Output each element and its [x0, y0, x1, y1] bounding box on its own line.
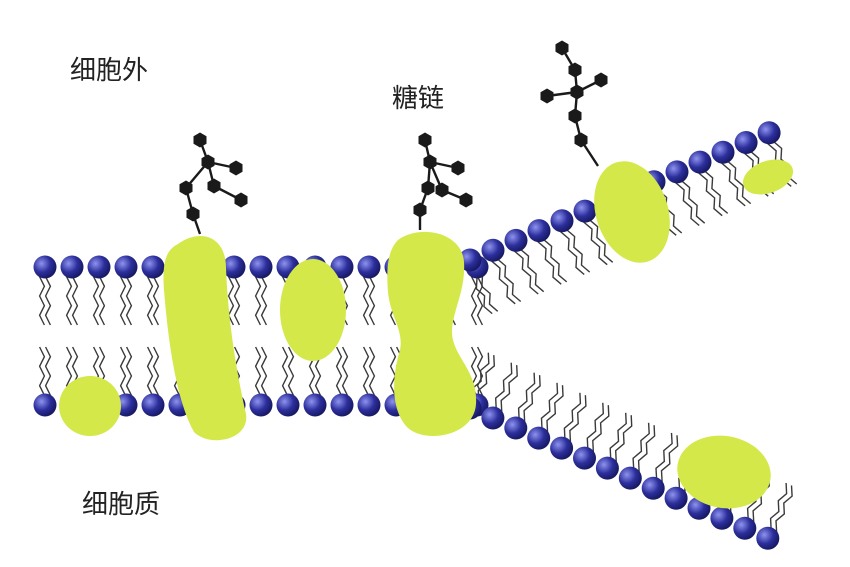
lipid-head — [249, 255, 273, 279]
extracellular-label: 细胞外 — [70, 56, 149, 86]
lipid-head — [688, 150, 712, 174]
lipid-head — [734, 131, 758, 154]
sugar-chain — [540, 40, 608, 167]
sugar-unit — [594, 72, 608, 88]
lipid-head — [33, 255, 57, 279]
lipid-head — [458, 248, 482, 272]
sugar-unit — [207, 178, 221, 194]
peripheral-protein — [280, 259, 346, 361]
sugar-unit — [435, 182, 449, 198]
lipid-head — [87, 255, 111, 279]
lipid-head — [756, 526, 780, 550]
lipid-head — [595, 456, 619, 480]
sugar-unit — [451, 160, 465, 176]
sugar-unit — [418, 132, 432, 148]
cytoplasm-label: 细胞质 — [82, 490, 161, 520]
sugar-unit — [413, 202, 427, 218]
lipid-head — [527, 219, 551, 243]
sugar-unit — [574, 132, 588, 148]
branch-protein-small — [742, 159, 794, 195]
sugar-unit — [570, 84, 584, 100]
sugar-unit — [459, 192, 473, 208]
lipid-head — [573, 446, 596, 470]
sugar-unit — [540, 88, 554, 104]
sugar-unit — [421, 180, 435, 196]
lipid-head — [504, 228, 528, 252]
lipid-head — [481, 406, 505, 430]
membrane-proteins — [59, 159, 794, 509]
transmembrane-protein — [163, 236, 247, 441]
lipid-head — [249, 393, 273, 417]
inner-peripheral-protein — [59, 376, 121, 436]
lipid-head — [141, 393, 165, 417]
sugar-unit — [234, 192, 248, 208]
lipid-head — [550, 209, 574, 233]
lipid-head — [330, 393, 354, 417]
lipid-head — [527, 426, 551, 450]
lipid-head — [550, 436, 574, 460]
lipid-head — [222, 255, 246, 279]
sugar-unit — [179, 180, 193, 196]
lipid-head — [664, 486, 688, 510]
sugar-unit — [229, 160, 243, 176]
branch-protein-upper — [594, 161, 670, 263]
sugar-chain — [413, 132, 473, 230]
lipid-head — [141, 255, 165, 279]
sugar-chain — [179, 132, 248, 235]
sugar-chains — [179, 40, 608, 235]
sugar-unit — [186, 206, 200, 222]
lipid-head — [757, 121, 781, 145]
lipid-head — [276, 393, 300, 417]
sugar-unit — [568, 62, 582, 78]
lipid-head — [573, 199, 597, 223]
lipid-head — [330, 255, 354, 279]
sugar-unit — [423, 154, 437, 170]
lipid-head — [711, 140, 735, 164]
lipid-head — [303, 393, 327, 417]
lipid-head — [357, 393, 381, 417]
lipid-head — [481, 238, 505, 262]
lipid-head — [618, 466, 642, 490]
sugar-unit — [201, 154, 215, 170]
lipid-head — [710, 506, 734, 530]
lipid-head — [60, 255, 84, 279]
lipid-head — [114, 255, 138, 279]
branch-protein-lower — [677, 435, 771, 509]
channel-protein — [387, 231, 477, 436]
sugar-unit — [555, 40, 569, 56]
sugar-chain-label: 糖链 — [392, 84, 445, 114]
lipid-head — [357, 255, 381, 279]
lipid-head — [733, 516, 757, 540]
lipid-head — [33, 393, 57, 417]
sugar-unit — [568, 108, 582, 124]
lipid-head — [504, 416, 528, 440]
sugar-unit — [193, 132, 207, 148]
lipid-head — [641, 476, 665, 500]
lipid-head — [665, 160, 689, 184]
